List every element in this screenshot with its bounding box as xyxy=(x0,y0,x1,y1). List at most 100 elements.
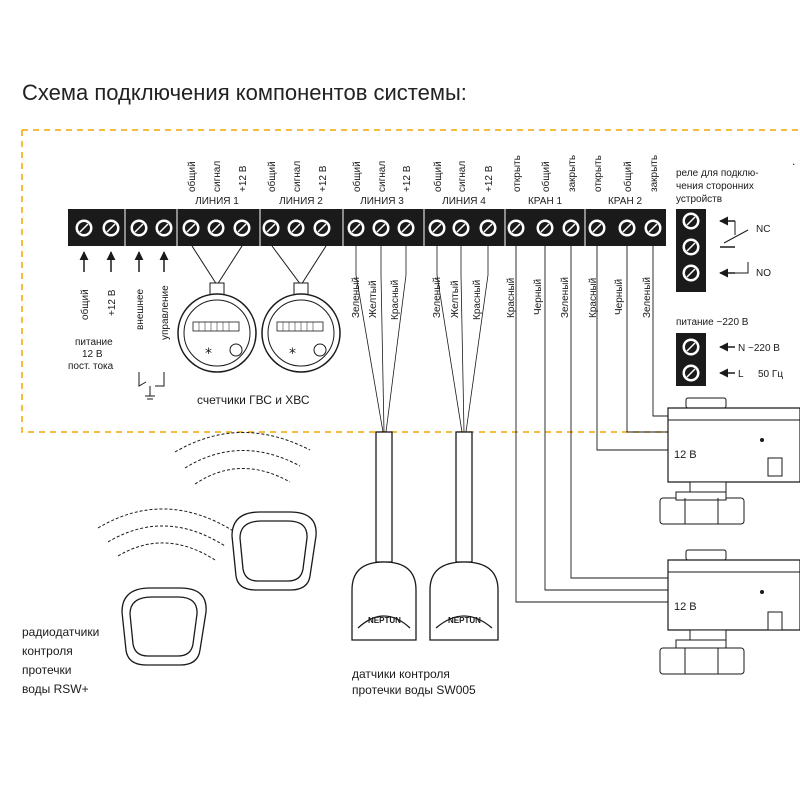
mains-caption: питание ~220 В xyxy=(676,317,749,328)
mains-screw xyxy=(682,338,700,356)
ext-label-control: управление xyxy=(160,285,171,340)
terminal-screw xyxy=(507,219,525,237)
terminal-top-label: открыть xyxy=(512,155,523,192)
sw005-sensor-2 xyxy=(429,431,499,641)
terminal-group-label: ЛИНИЯ 3 xyxy=(360,196,404,207)
rsw-sensor-front xyxy=(121,587,207,666)
terminal-top-label: общий xyxy=(351,161,363,192)
power-caption-line3: пост. тока xyxy=(68,361,114,372)
switch-symbol xyxy=(138,372,165,400)
terminal-screw xyxy=(347,219,365,237)
terminal-screw xyxy=(313,219,331,237)
terminal-screw xyxy=(588,219,606,237)
ext-label-external: внешнее xyxy=(135,288,146,330)
terminal-screw xyxy=(372,219,390,237)
terminal-screw xyxy=(428,219,446,237)
terminal-top-label: сигнал xyxy=(212,161,223,192)
terminal-group-label: ЛИНИЯ 2 xyxy=(279,196,323,207)
svg-text:*: * xyxy=(289,346,296,362)
terminal-screw xyxy=(479,219,497,237)
terminal-top-label: открыть xyxy=(593,155,604,192)
meter-2: * xyxy=(261,245,341,373)
svg-text:*: * xyxy=(205,346,212,362)
terminal-top-label: +12 В xyxy=(484,165,495,192)
terminal-screw xyxy=(644,219,662,237)
valve-actuator-2 xyxy=(659,549,800,675)
power-input-arrows xyxy=(79,251,169,272)
mains-l: L xyxy=(738,369,744,380)
meters-caption: счетчики ГВС и ХВС xyxy=(197,393,310,407)
terminal-top-label: закрыть xyxy=(567,155,578,192)
valve1-voltage: 12 В xyxy=(674,449,697,461)
relay-caption-line1: реле для подклю- xyxy=(676,168,759,179)
wire-yellow-l3: Желтый xyxy=(368,280,379,318)
valve2-wire-red: Красный xyxy=(588,278,599,318)
rsw-sensor-back xyxy=(231,511,317,591)
relay-caption-line2: чения сторонних xyxy=(676,181,754,192)
terminal-top-label: +12 В xyxy=(318,165,329,192)
valve-wires xyxy=(515,246,668,603)
terminal-group-label: КРАН 1 xyxy=(528,196,562,207)
wire-green-l4: Зеленый xyxy=(432,277,443,318)
mains-n: N ~220 В xyxy=(738,343,780,354)
terminal-top-label: +12 В xyxy=(402,165,413,192)
terminal-screw xyxy=(182,219,200,237)
sw005-caption-line2: протечки воды SW005 xyxy=(352,683,476,697)
terminal-screw xyxy=(536,219,554,237)
terminal-top-label: +12 В xyxy=(238,165,249,192)
terminal-screw xyxy=(562,219,580,237)
sw005-sensor-1 xyxy=(351,431,417,641)
valve2-voltage: 12 В xyxy=(674,601,697,613)
valve1-wire-red: Красный xyxy=(506,278,517,318)
terminal-screw xyxy=(618,219,636,237)
terminal-screw xyxy=(452,219,470,237)
sw005-caption-line1: датчики контроля xyxy=(352,667,450,681)
terminal-top-label: общий xyxy=(186,161,198,192)
rsw-caption-line1: радиодатчики xyxy=(22,625,99,639)
wire-yellow-l4: Желтый xyxy=(450,280,461,318)
valve2-wire-green: Зеленый xyxy=(642,277,653,318)
terminal-top-label: общий xyxy=(540,161,552,192)
mains-screw xyxy=(682,364,700,382)
rsw-caption-line3: протечки xyxy=(22,663,71,677)
terminal-screw xyxy=(262,219,280,237)
valve1-wire-black: Черный xyxy=(533,279,544,315)
relay-block xyxy=(676,209,749,292)
terminal-top-label: общий xyxy=(432,161,444,192)
power-caption-line1: питание xyxy=(75,337,113,348)
valve-actuator-1 xyxy=(659,397,800,525)
terminal-top-label: закрыть xyxy=(649,155,660,192)
relay-screw xyxy=(682,238,700,256)
terminal-group-label: ЛИНИЯ 4 xyxy=(442,196,486,207)
wire-red-l4: Красный xyxy=(472,280,483,320)
meter-1: * xyxy=(177,245,257,373)
terminal-screw xyxy=(287,219,305,237)
mains-block xyxy=(676,333,735,386)
relay-no: NO xyxy=(756,268,771,279)
rsw-caption-line4: воды RSW+ xyxy=(22,682,89,696)
sensor-wires xyxy=(355,246,489,433)
terminal-top-label: сигнал xyxy=(377,161,388,192)
terminal-top-label: сигнал xyxy=(292,161,303,192)
terminal-group-label: КРАН 2 xyxy=(608,196,642,207)
rsw-radio-waves xyxy=(97,432,311,561)
terminal-top-label: сигнал xyxy=(457,161,468,192)
power-label-12v: +12 В xyxy=(107,289,118,316)
wire-green-l3: Зеленый xyxy=(351,277,362,318)
terminal-screw xyxy=(233,219,251,237)
terminal-screw xyxy=(397,219,415,237)
sw005-brand-2: NEPTUN xyxy=(448,616,481,625)
sw005-brand-1: NEPTUN xyxy=(368,616,401,625)
terminal-top-label: общий xyxy=(622,161,634,192)
power-caption-line2: 12 В xyxy=(82,349,103,360)
terminal-screw xyxy=(130,219,148,237)
power-label-common: общий xyxy=(79,289,91,320)
frame-border xyxy=(21,129,800,433)
wire-red-l3: Красный xyxy=(390,280,401,320)
terminal-group-label: ЛИНИЯ 1 xyxy=(195,196,239,207)
rsw-caption-line2: контроля xyxy=(22,644,73,658)
valve2-wire-black: Черный xyxy=(614,279,625,315)
terminal-screw xyxy=(75,219,93,237)
relay-nc: NC xyxy=(756,224,770,235)
